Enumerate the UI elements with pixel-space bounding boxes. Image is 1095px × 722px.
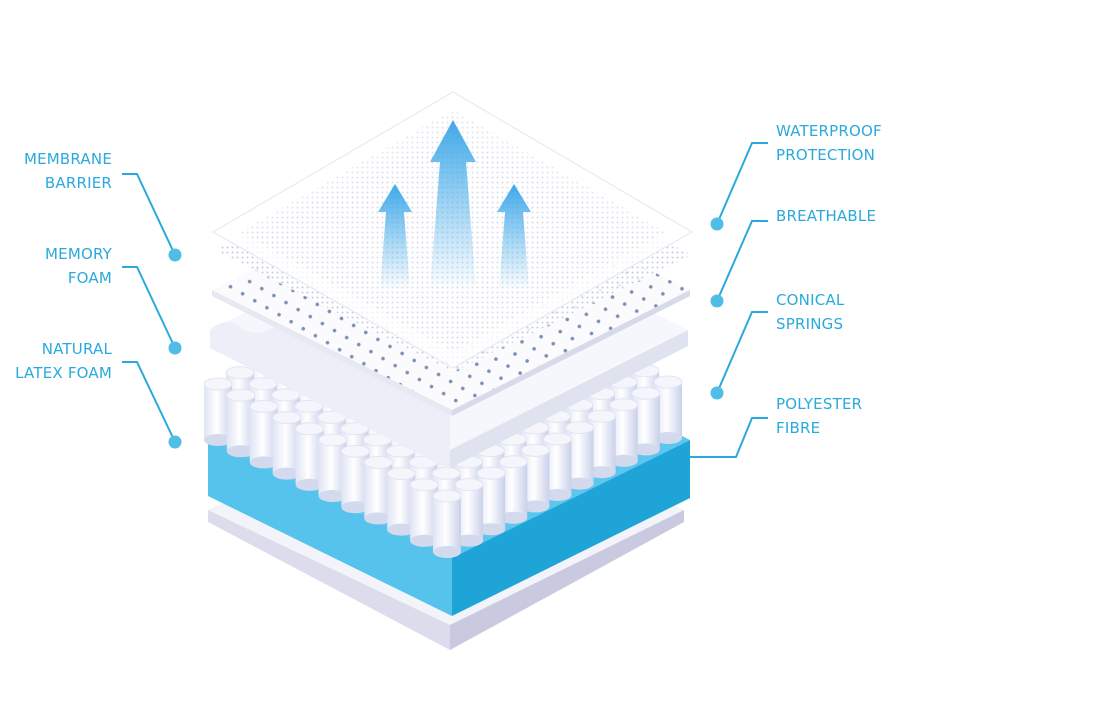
label-line: MEMBRANE bbox=[23, 150, 112, 168]
label-conical-springs: CONICAL SPRINGS bbox=[776, 289, 844, 336]
label-line: BARRIER bbox=[44, 173, 112, 192]
label-line: LATEX FOAM bbox=[15, 363, 112, 382]
leader-dots bbox=[168, 217, 724, 449]
label-line: MEMORY bbox=[45, 245, 112, 263]
leader-lines bbox=[122, 142, 768, 458]
label-line: FIBRE bbox=[776, 418, 821, 437]
label-line: CONICAL bbox=[776, 291, 845, 309]
label-memory-foam: MEMORY FOAM bbox=[45, 243, 112, 290]
label-line: FOAM bbox=[67, 268, 112, 287]
label-line: BREATHABLE bbox=[776, 207, 877, 225]
label-line: POLYESTER bbox=[776, 395, 863, 413]
arrow-up-icon bbox=[430, 120, 476, 290]
label-line: PROTECTION bbox=[776, 145, 876, 164]
breathable-arrows bbox=[378, 120, 531, 290]
arrow-up-icon bbox=[378, 184, 412, 290]
spring-coil bbox=[432, 489, 462, 558]
arrow-up-icon bbox=[497, 184, 531, 290]
label-polyester-fibre: POLYESTER FIBRE bbox=[776, 393, 862, 440]
label-line: SPRINGS bbox=[776, 314, 844, 333]
label-waterproof-protection: WATERPROOF PROTECTION bbox=[776, 120, 886, 167]
label-breathable: BREATHABLE bbox=[776, 205, 876, 229]
label-line: NATURAL bbox=[41, 340, 112, 358]
label-membrane-barrier: MEMBRANE BARRIER bbox=[24, 148, 112, 195]
label-line: WATERPROOF bbox=[776, 122, 882, 140]
label-natural-latex-foam: NATURAL LATEX FOAM bbox=[15, 338, 112, 385]
